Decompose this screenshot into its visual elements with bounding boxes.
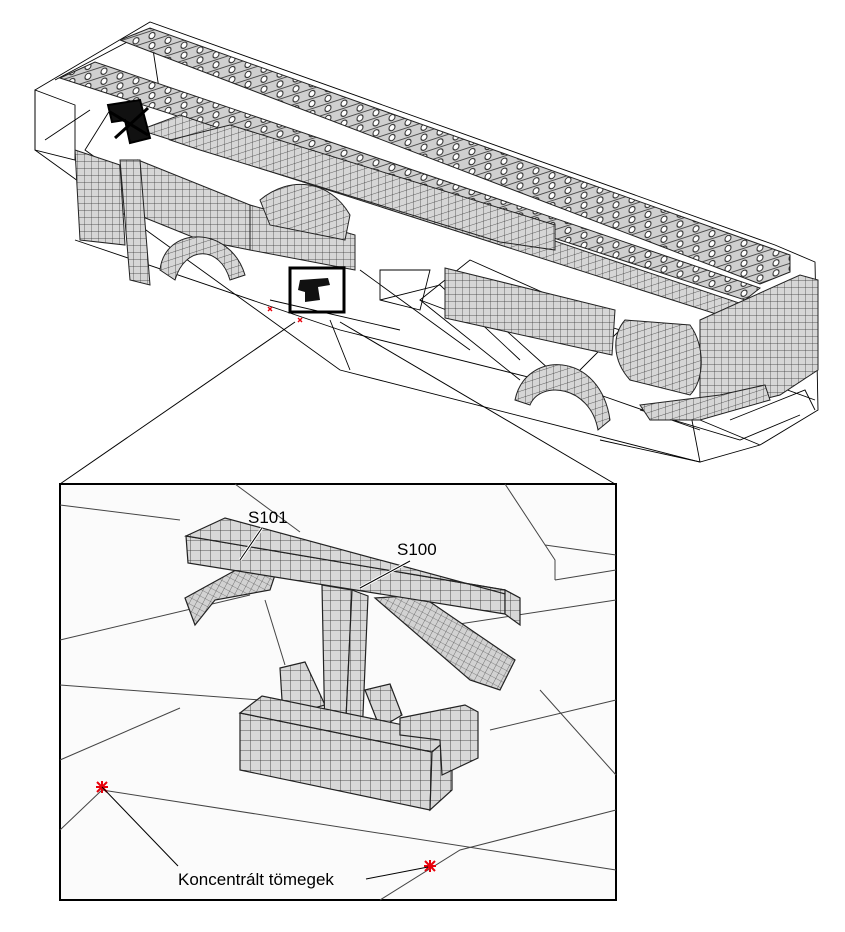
- front-bracket-cross: [109, 106, 150, 140]
- label-s101: S101: [248, 508, 288, 527]
- detail-highlight-box: [288, 266, 346, 314]
- door-frame-front: [119, 159, 151, 286]
- leader-s100-dark: [359, 560, 411, 589]
- zoom-leader-lines: [59, 321, 616, 485]
- front-wheel-arch: [159, 236, 246, 281]
- rear-wheel-arch: [514, 364, 611, 431]
- top-beam-end: [504, 589, 521, 627]
- mid-side-panel: [444, 267, 616, 356]
- roof-rail-front: [118, 27, 791, 285]
- leader-s101-dark: [239, 527, 263, 561]
- bus-mass-markers: [267, 306, 303, 323]
- detail-inset: S101 S100 Koncentrált tömegek: [59, 483, 617, 901]
- lower-strut-right: [364, 683, 403, 729]
- front-bracket-marker: [106, 98, 152, 145]
- base-right-bracket: [399, 704, 479, 776]
- front-bumper-panel: [74, 149, 126, 246]
- rear-lower-band: [639, 384, 771, 421]
- bus-mesh-model: [34, 21, 819, 463]
- mass-marker-right: [424, 860, 436, 872]
- detail-mini-part: [298, 278, 330, 302]
- upper-body-band: [168, 124, 556, 251]
- mass-leader-lines: [101, 786, 429, 880]
- label-s100: S100: [397, 540, 437, 559]
- rear-engine-cylinder: [615, 319, 702, 396]
- inset-wireframe: [59, 483, 617, 901]
- front-wheel-housing: [259, 184, 351, 241]
- label-concentrated-masses: Koncentrált tömegek: [178, 870, 334, 889]
